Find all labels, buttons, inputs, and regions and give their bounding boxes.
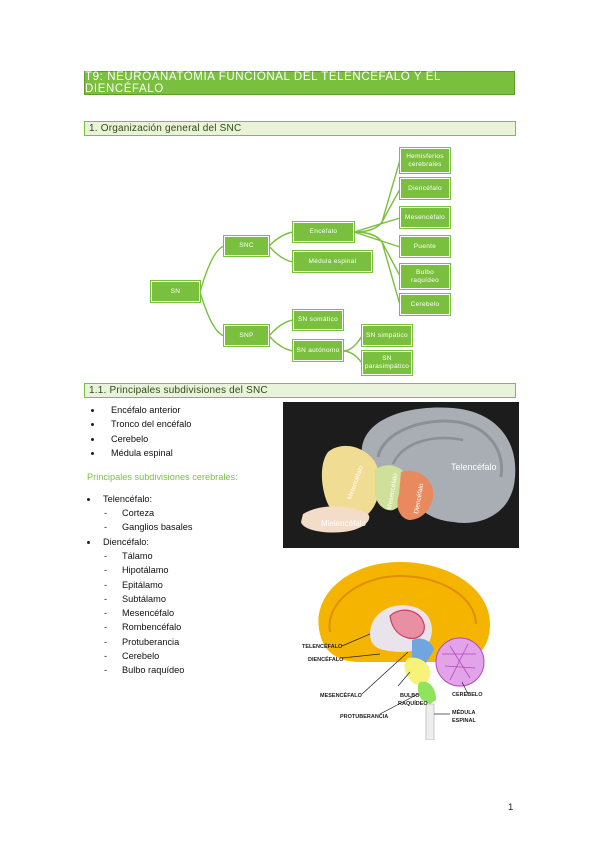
- label-diencefalo-2: DIENCÉFALO: [308, 655, 344, 663]
- page-title: T9: NEUROANATOMÍA FUNCIONAL DEL TELENCÉF…: [84, 71, 515, 95]
- list-item: -Tálamo: [104, 551, 153, 561]
- telencefalo-sublist: -Corteza -Ganglios basales: [104, 506, 193, 535]
- tree-node-sn: SN: [151, 281, 200, 302]
- diencefalo-sublist: -Tálamo -Hipotálamo -Epitálamo -Subtálam…: [104, 549, 185, 678]
- label-mielencefalo: Mielencéfalo: [321, 519, 366, 528]
- list-item: Tronco del encéfalo: [91, 417, 191, 431]
- page-number: 1: [508, 802, 514, 813]
- list-item: -Hipotálamo: [104, 565, 169, 576]
- label-cerebelo-2: CEREBELO: [452, 692, 483, 698]
- section-heading-organizacion: 1. Organización general del SNC: [84, 121, 516, 136]
- list-item: -Bulbo raquídeo: [104, 665, 185, 676]
- label-medula-2: MÉDULA: [452, 708, 476, 716]
- list-item: -Corteza: [104, 508, 155, 518]
- list-item: Diencéfalo:: [87, 535, 149, 549]
- tree-node-sn-parasimpatico: SN parasimpático: [362, 351, 412, 375]
- tree-node-bulbo: Bulbo raquídeo: [400, 264, 450, 289]
- tree-node-diencefalo: Diencéfalo: [400, 178, 450, 199]
- label-protuberancia-2: PROTUBERANCIA: [340, 714, 388, 720]
- brain-subdivisions-image: Telencéfalo Metencéfalo Mesencéfalo Dien…: [283, 402, 519, 548]
- tree-node-encefalo: Encéfalo: [293, 222, 354, 242]
- tree-node-puente: Puente: [400, 236, 450, 257]
- tree-node-sn-autonomo: SN autónomo: [293, 340, 343, 361]
- list-item: -Epitálamo: [104, 579, 163, 590]
- list-item: Cerebelo: [91, 432, 191, 446]
- brain-sagittal-diagram: TELENCÉFALO DIENCÉFALO MESENCÉFALO BULBO…: [302, 562, 490, 740]
- tree-node-cerebelo: Cerebelo: [400, 294, 450, 315]
- label-telencefalo-2: TELENCÉFALO: [302, 642, 343, 650]
- label-bulbo-2: BULBO: [400, 693, 420, 699]
- label-espinal-2: ESPINAL: [452, 718, 476, 724]
- tree-node-snp: SNP: [224, 325, 269, 346]
- list-item: -Ganglios basales: [104, 522, 193, 533]
- subdivisions-list: Encéfalo anterior Tronco del encéfalo Ce…: [91, 403, 191, 460]
- list-item: Encéfalo anterior: [91, 403, 191, 417]
- cerebral-subdivisions-heading: Principales subdivisiones cerebrales:: [87, 472, 238, 482]
- tree-node-medula-espinal: Médula espinal: [293, 251, 372, 272]
- label-telencefalo: Telencéfalo: [451, 462, 497, 472]
- list-item: -Subtálamo: [104, 593, 166, 604]
- list-item: Médula espinal: [91, 446, 191, 460]
- list-item: Telencéfalo:: [87, 492, 152, 506]
- tree-node-mesencefalo: Mesencéfalo: [400, 207, 450, 228]
- telencefalo-list: Telencéfalo:: [87, 492, 152, 506]
- diencefalo-list: Diencéfalo:: [87, 535, 149, 549]
- tree-node-snc: SNC: [224, 236, 269, 256]
- list-item: -Protuberancia: [104, 636, 180, 647]
- label-raquideo-2: RAQUÍDEO: [398, 699, 428, 707]
- tree-node-sn-somatico: SN somático: [293, 310, 343, 330]
- tree-node-sn-simpatico: SN simpático: [362, 325, 412, 346]
- list-item: -Cerebelo: [104, 651, 160, 662]
- list-item: -Rombencéfalo: [104, 622, 182, 633]
- label-mesencefalo-2: MESENCÉFALO: [320, 691, 363, 699]
- tree-node-hemisferios: Hemisferios cerebrales: [400, 148, 450, 173]
- section-heading-subdivisiones: 1.1. Principales subdivisiones del SNC: [84, 383, 516, 398]
- list-item: -Mesencéfalo: [104, 608, 175, 619]
